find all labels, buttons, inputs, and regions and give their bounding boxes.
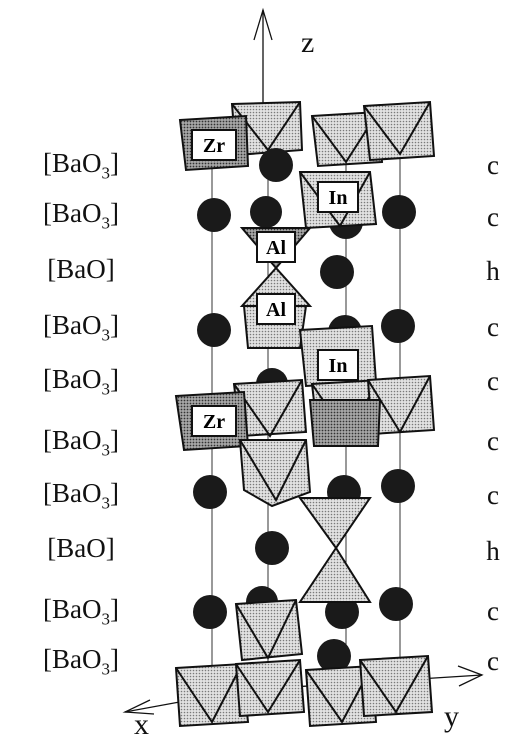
layer-label: [BaO] xyxy=(47,254,115,284)
layer-label: [BaO3] xyxy=(43,594,119,629)
x-axis-label: x xyxy=(134,708,149,741)
ba-atom xyxy=(320,255,354,289)
stacking-code: c xyxy=(487,202,499,232)
ba-atom xyxy=(381,469,415,503)
in-mid-label: In xyxy=(329,355,348,377)
layer-label: [BaO3] xyxy=(43,310,119,345)
layer-label: [BaO3] xyxy=(43,478,119,513)
face-sharing-pair xyxy=(298,497,372,603)
stacking-code: c xyxy=(487,150,499,180)
stacking-code: c xyxy=(487,426,499,456)
stacking-code: c xyxy=(487,312,499,342)
y-axis-label: y xyxy=(444,700,459,733)
stacking-code: c xyxy=(487,646,499,676)
zr-mid-label: Zr xyxy=(203,411,225,433)
z-axis xyxy=(253,7,273,105)
ba-atom xyxy=(382,195,416,229)
ba-atom xyxy=(325,595,359,629)
al-bottom-label: Al xyxy=(266,299,286,321)
stacking-code: c xyxy=(487,596,499,626)
bottom-octahedra xyxy=(174,654,434,728)
al-top-label: Al xyxy=(266,237,286,259)
stacking-code: h xyxy=(486,536,500,566)
layer-label: [BaO3] xyxy=(43,148,119,183)
lower-octahedra xyxy=(234,598,304,662)
ba-atom xyxy=(197,313,231,347)
in-top-label: In xyxy=(329,187,348,209)
layer-label: [BaO3] xyxy=(43,644,119,679)
stacking-code: c xyxy=(487,366,499,396)
ba-atom xyxy=(197,198,231,232)
stacking-code: c xyxy=(487,480,499,510)
ba-atom xyxy=(379,587,413,621)
ba-atom xyxy=(381,309,415,343)
layer-label: [BaO3] xyxy=(43,198,119,233)
ba-atom xyxy=(193,595,227,629)
stacking-code: h xyxy=(486,256,500,286)
layer-label: [BaO3] xyxy=(43,425,119,460)
z-axis-label: z xyxy=(301,26,315,59)
layer-label: [BaO] xyxy=(47,533,115,563)
ba-atom xyxy=(317,639,351,673)
layer-label: [BaO3] xyxy=(43,364,119,399)
site-labels: Zr In Al Al In Zr xyxy=(191,129,359,437)
ba-atom xyxy=(193,475,227,509)
ba-atom xyxy=(255,531,289,565)
zr-top-label: Zr xyxy=(203,135,225,157)
ba-atom xyxy=(259,148,293,182)
mid-octahedra xyxy=(174,374,436,508)
ba-atom xyxy=(250,196,282,228)
